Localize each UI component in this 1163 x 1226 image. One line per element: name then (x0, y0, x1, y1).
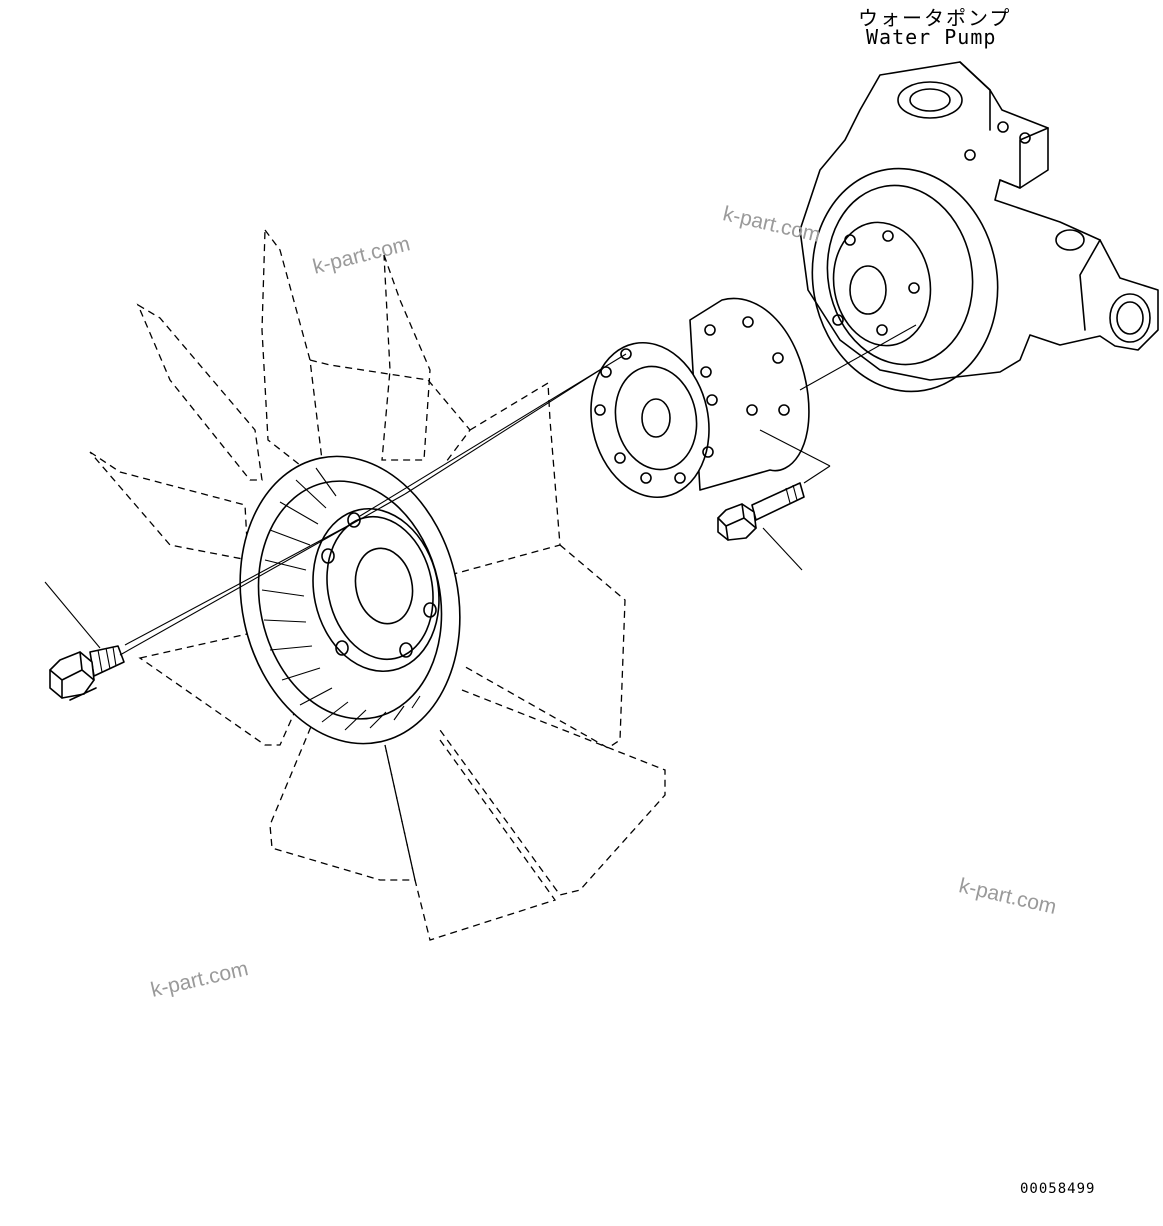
water-pump (799, 61, 1159, 393)
spacer-disc (590, 297, 810, 499)
water-pump-label-en: Water Pump (866, 25, 997, 49)
bolt-right (717, 482, 805, 541)
bolt-left (49, 645, 125, 701)
fan-blades (89, 228, 666, 941)
drawing-number: 00058499 (1020, 1181, 1096, 1197)
leader-lines (44, 324, 917, 656)
fan-hub (239, 455, 461, 745)
water-pump-label-jp: ウォータポンプ (858, 6, 1012, 30)
